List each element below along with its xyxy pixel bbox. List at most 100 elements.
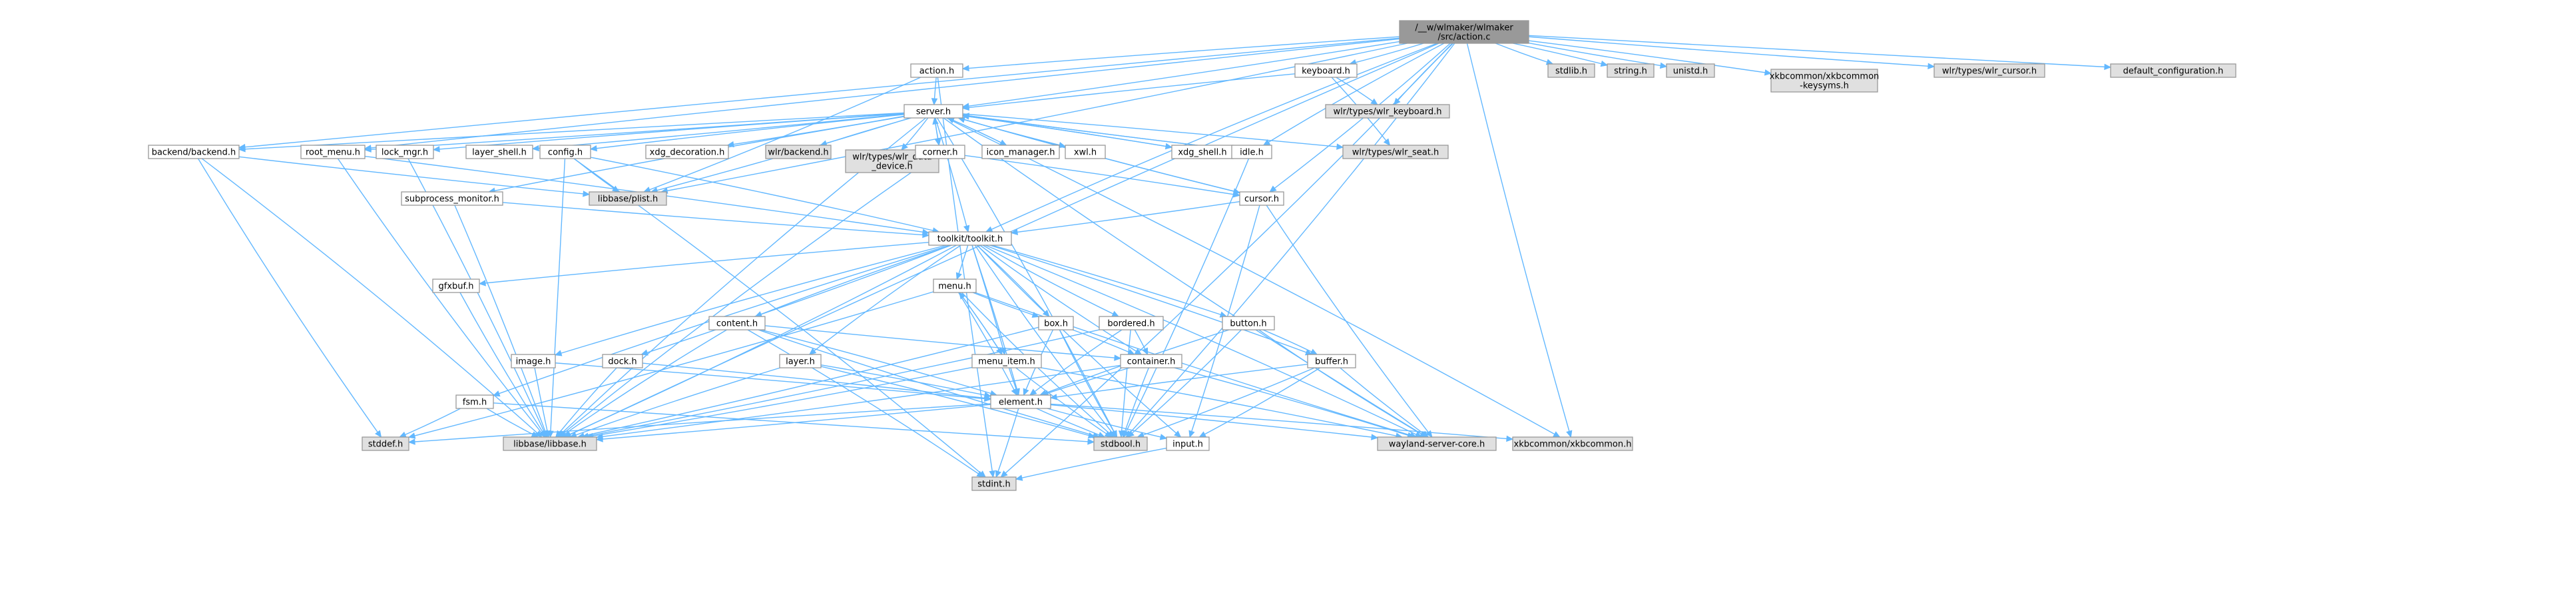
node-label: stddef.h [368,440,403,450]
node-label: icon_manager.h [986,148,1055,158]
edge-toolkit_h-to-dock_h [641,245,951,356]
node-layer-shell-h[interactable]: layer_shell.h [465,145,533,159]
node-backend-h[interactable]: backend/backend.h [148,145,240,159]
node-label: layer_shell.h [472,148,527,158]
node-wayland-core: wayland-server-core.h [1377,436,1497,451]
node-bordered-h[interactable]: bordered.h [1099,316,1164,330]
node-element-h[interactable]: element.h [990,394,1051,409]
edge-server_h-to-wlr_data_device [901,117,929,151]
edge-element_h-to-stdbool_h [1036,408,1106,438]
node-label: dock.h [608,357,637,367]
node-cursor-h[interactable]: cursor.h [1239,191,1284,206]
node-toolkit-h[interactable]: toolkit/toolkit.h [928,231,1012,246]
node-label: unistd.h [1673,67,1708,77]
edge-menu_item_h-to-libbase_h [586,366,973,440]
node-label: server.h [916,107,951,117]
edge-action_c-to-xkb_keysyms [1528,40,1772,76]
node-label: _device.h [871,162,913,172]
node-label: lock_mgr.h [382,148,428,158]
node-fsm-h[interactable]: fsm.h [455,394,494,409]
edge-buffer_h-to-input_h [1198,367,1320,438]
node-label: menu_item.h [978,357,1035,367]
edge-bordered_h-to-container_h [1134,329,1149,356]
node-box-h[interactable]: box.h [1038,316,1074,330]
edge-action_c-to-wlr_keyboard [1393,43,1454,105]
edge-container_h-to-wayland_core [1174,367,1415,438]
edge-element_h-to-wayland_core [1050,404,1379,440]
node-label: image.h [516,357,551,367]
node-label: fsm.h [463,398,487,408]
node-server-h[interactable]: server.h [903,104,963,119]
node-label: menu.h [938,282,971,292]
node-libbase-h: libbase/libbase.h [503,436,597,451]
edge-element_h-to-libbase_h [595,404,991,442]
edge-action_c-to-keyboard_h [1349,43,1424,66]
node-label: xdg_shell.h [1178,148,1226,158]
node-xwl-h[interactable]: xwl.h [1065,145,1106,159]
node-label: wlr/types/wlr_keyboard.h [1334,107,1442,117]
node-label: xdg_decoration.h [650,148,725,158]
edge-corner_h-to-server_h [932,117,940,146]
edge-icon_manager_h-to-server_h [947,117,1007,146]
node-button-h[interactable]: button.h [1222,316,1275,330]
node-libbase-plist: libbase/plist.h [589,191,667,206]
node-label: layer.h [786,357,815,367]
node-xdg-shell-h[interactable]: xdg_shell.h [1171,145,1234,159]
edge-cursor_h-to-toolkit_h [1010,201,1240,236]
edge-action_c-to-toolkit_h [985,43,1437,233]
edge-layer_h-to-stdbool_h [820,366,1096,439]
edge-content_h-to-stdint_h [747,329,985,478]
edge-menu_h-to-stddef_h [407,291,934,439]
node-input-h[interactable]: input.h [1166,436,1210,451]
node-lock-mgr-h[interactable]: lock_mgr.h [376,145,434,159]
edge-toolkit_h-to-menu_h [955,245,969,281]
node-label: corner.h [923,148,958,158]
node-wlr-keyboard: wlr/types/wlr_keyboard.h [1325,104,1450,119]
node-layer-h[interactable]: layer.h [779,354,822,368]
edge-action_c-to-stdlib_h [1495,43,1554,65]
node-label: string.h [1614,67,1647,77]
node-stdbool-h: stdbool.h [1093,436,1148,451]
node-label: keyboard.h [1302,67,1350,77]
node-dock-h[interactable]: dock.h [602,354,643,368]
edge-keyboard_h-to-wlr_keyboard [1336,77,1378,105]
node-label: backend/backend.h [152,148,236,158]
node-idle-h[interactable]: idle.h [1231,145,1272,159]
node-menu-item-h[interactable]: menu_item.h [971,354,1042,368]
edge-cursor_h-to-wayland_core [1266,205,1433,438]
node-buffer-h[interactable]: buffer.h [1307,354,1356,368]
node-subprocess-h[interactable]: subprocess_monitor.h [401,191,503,206]
node-content-h[interactable]: content.h [708,316,766,330]
node-action-h[interactable]: action.h [910,63,963,78]
node-label: wlr/types/wlr_data [852,153,932,163]
node-config-h[interactable]: config.h [539,145,591,159]
node-keyboard-h[interactable]: keyboard.h [1294,63,1358,78]
node-label: bordered.h [1107,319,1155,329]
node-corner-h[interactable]: corner.h [915,145,965,159]
node-label: libbase/libbase.h [513,440,587,450]
node-label: stdint.h [977,480,1010,490]
node-container-h[interactable]: container.h [1120,354,1182,368]
node-stddef-h: stddef.h [362,436,409,451]
edge-toolkit_h-to-buffer_h [989,245,1313,356]
node-label: element.h [999,398,1043,408]
edge-idle_h-to-server_h [961,113,1232,150]
node-label: gfxbuf.h [438,282,473,292]
node-icon-manager-h[interactable]: icon_manager.h [981,145,1060,159]
node-image-h[interactable]: image.h [511,354,556,368]
node-xkbcommon-h: xkbcommon/xkbcommon.h [1512,436,1633,451]
node-action-c[interactable]: /__w/wlmaker/wlmaker/src/action.c [1399,20,1529,44]
edge-subprocess_h-to-toolkit_h [502,202,930,239]
node-xdg-decoration-h[interactable]: xdg_decoration.h [645,145,729,159]
node-wlr-data-device: wlr/types/wlr_data_device.h [845,149,939,173]
edge-menu_h-to-element_h [958,292,1017,396]
edge-element_h-to-xkbcommon_h [1050,403,1514,442]
node-menu-h[interactable]: menu.h [933,279,977,293]
edge-toolkit_h-to-button_h [991,245,1228,318]
node-gfxbuf-h[interactable]: gfxbuf.h [432,279,480,293]
edge-fsm_h-to-stddef_h [399,408,461,438]
node-root-menu-h[interactable]: root_menu.h [300,145,366,159]
node-default-config: default_configuration.h [2110,63,2236,78]
node-xkb-keysyms: xkbcommon/xkbcommon-keysyms.h [1770,69,1879,93]
